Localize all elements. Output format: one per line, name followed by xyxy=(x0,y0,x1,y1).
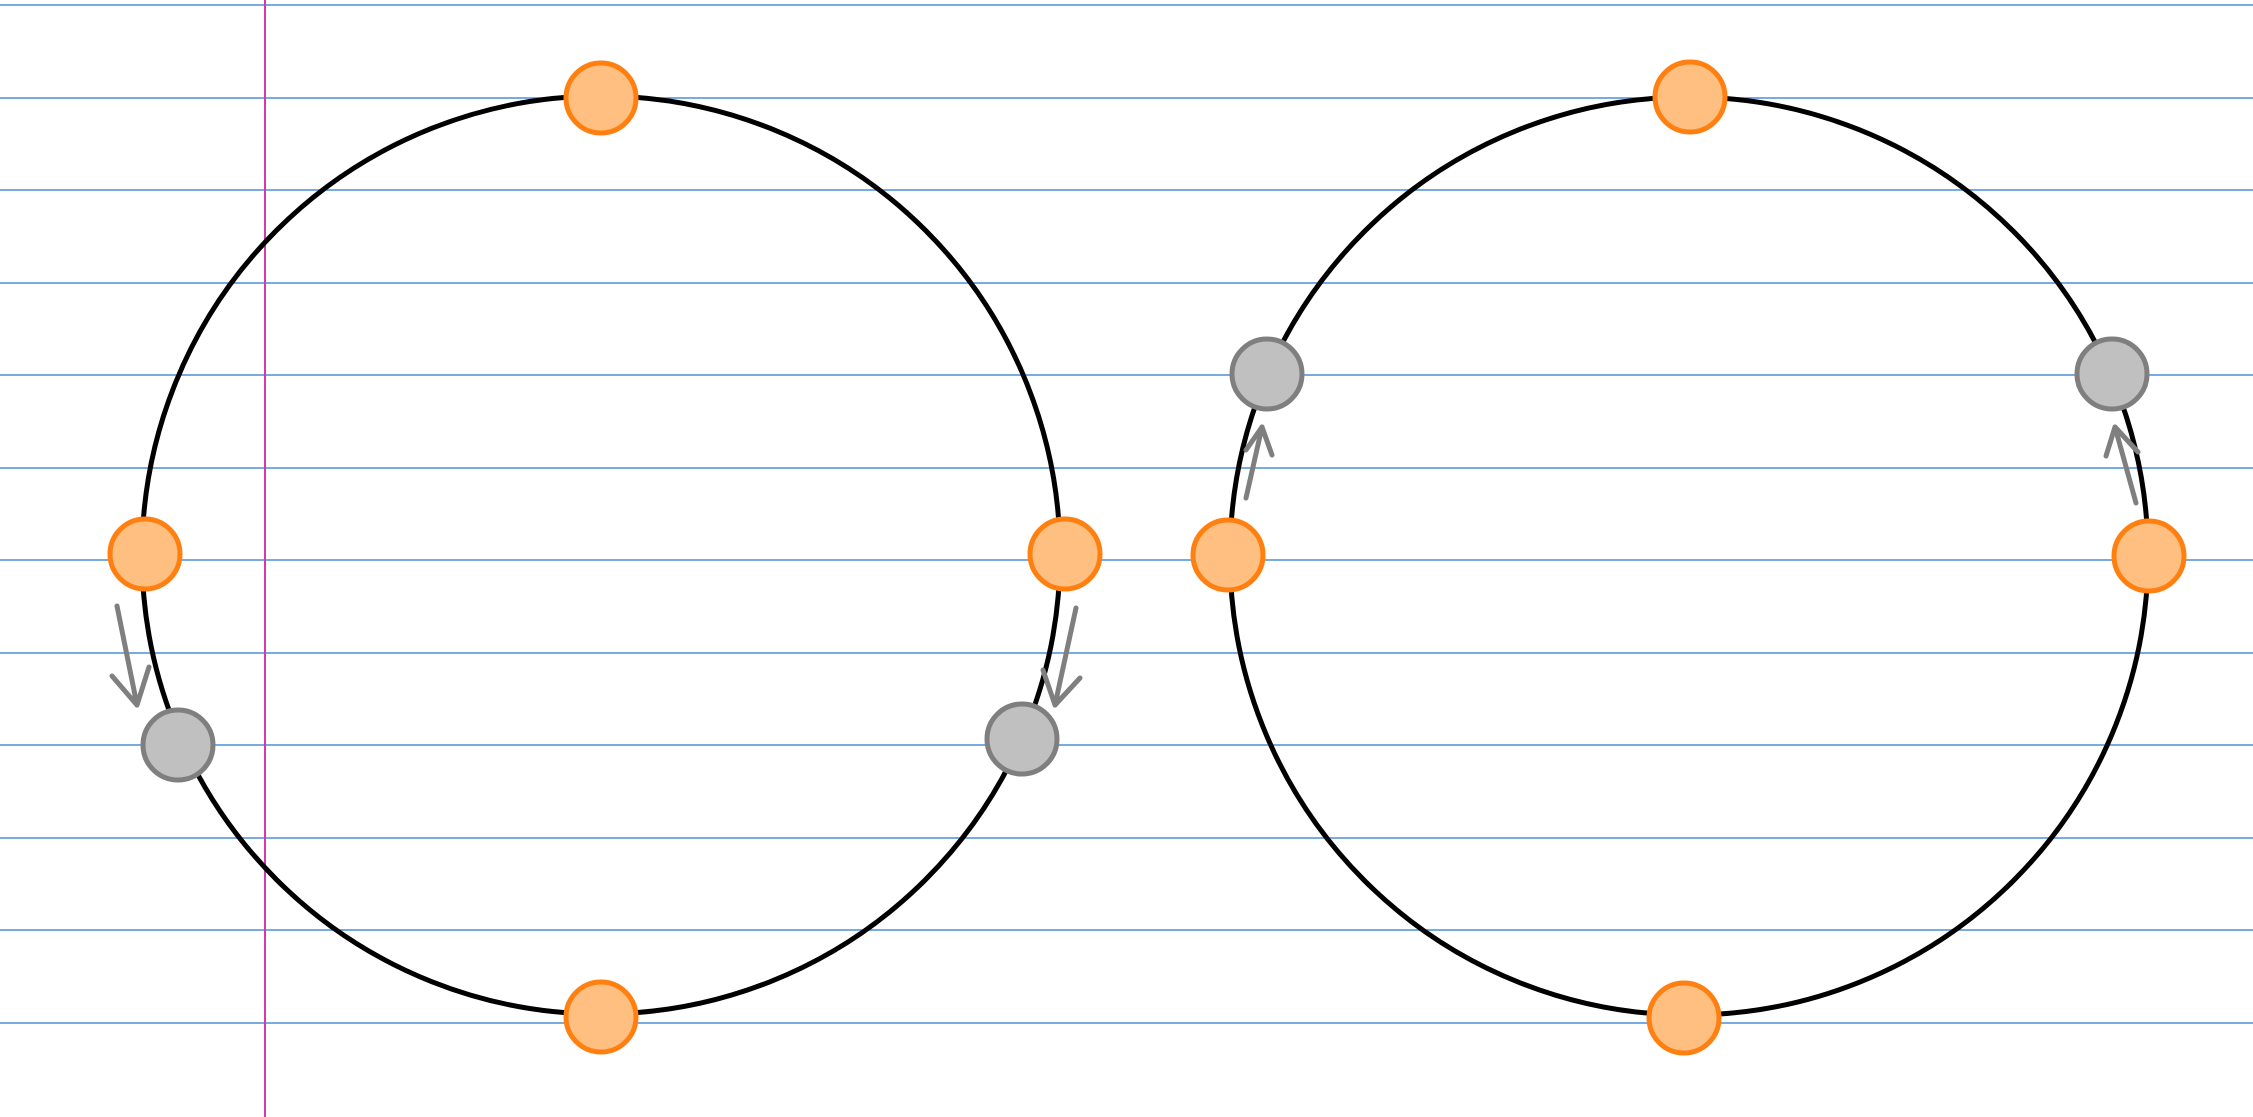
right-circle-top-point[interactable] xyxy=(1652,59,1728,135)
right-circle-left-point[interactable] xyxy=(1190,517,1266,593)
left-circle-left-down-arrow xyxy=(109,603,152,708)
right-circle-bottom-point[interactable] xyxy=(1646,980,1722,1056)
left-circle-moved-left-point[interactable] xyxy=(140,707,216,783)
left-circle-right-down-arrow xyxy=(1040,605,1083,708)
right-circle-left-up-arrow xyxy=(1243,424,1275,501)
right-circle-diagram xyxy=(1190,59,2187,1056)
right-circle-right-point[interactable] xyxy=(2111,518,2187,594)
left-circle-right-point[interactable] xyxy=(1027,516,1103,592)
left-circle-top-point[interactable] xyxy=(563,60,639,136)
right-circle-moved-left-point[interactable] xyxy=(1229,336,1305,412)
ruled-lines xyxy=(0,4,2253,1024)
left-circle-bottom-point[interactable] xyxy=(563,979,639,1055)
left-circle-left-point[interactable] xyxy=(107,516,183,592)
right-circle-right-up-arrow xyxy=(2103,424,2141,506)
left-circle-moved-right-point[interactable] xyxy=(984,701,1060,777)
right-circle-moved-right-point[interactable] xyxy=(2074,336,2150,412)
left-circle-diagram xyxy=(107,60,1103,1055)
